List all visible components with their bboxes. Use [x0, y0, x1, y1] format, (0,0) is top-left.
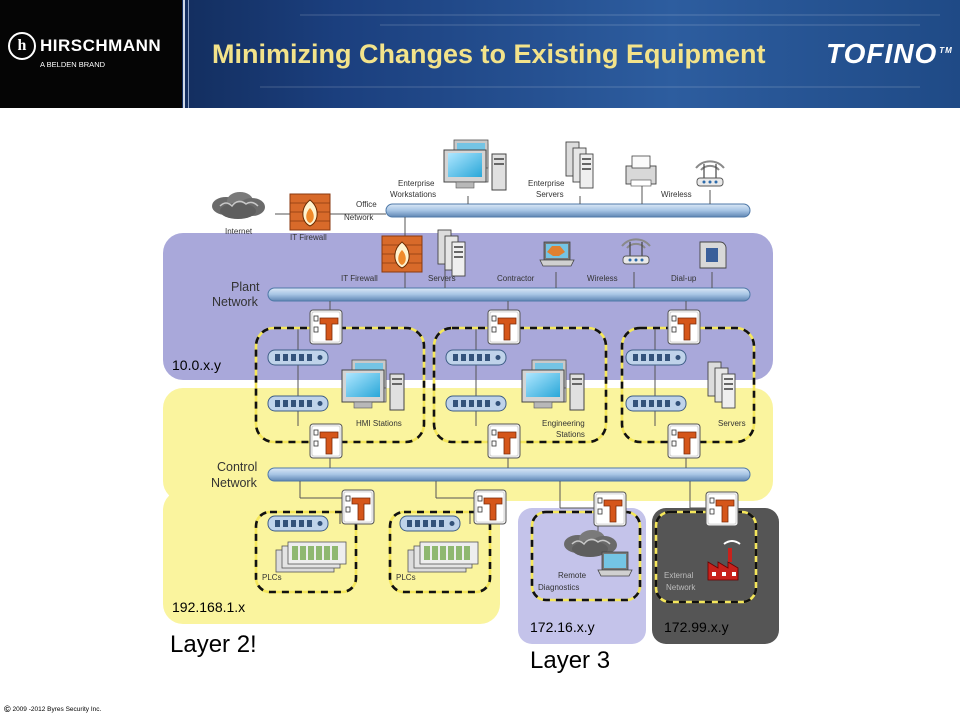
printer-icon	[625, 155, 657, 187]
layer3-label: Layer 3	[530, 647, 610, 674]
control-servers-label: Servers	[718, 419, 746, 428]
tofino-wordmark: TOFINO	[826, 38, 938, 69]
slide-title: Minimizing Changes to Existing Equipment	[212, 39, 766, 69]
external-network-label-2: Network	[666, 583, 696, 592]
slide-header: h HIRSCHMANN A BELDEN BRAND Minimizing C…	[0, 0, 960, 108]
layer2-label: Layer 2!	[170, 631, 257, 658]
plcs-label-2: PLCs	[396, 573, 416, 582]
control-network-bus	[267, 467, 751, 482]
header-stripe	[380, 24, 920, 26]
office-wireless-icon	[695, 160, 725, 187]
copyright-mark: ©	[4, 704, 11, 714]
tofino-device-icon	[667, 309, 701, 345]
tofino-device-icon	[473, 489, 507, 525]
contractor-laptop-icon	[539, 241, 575, 267]
tofino-device-icon	[705, 491, 739, 527]
external-network-label-1: External	[664, 571, 694, 580]
plcs-label-1: PLCs	[262, 573, 282, 582]
enterprise-servers-label-1: Enterprise	[528, 179, 565, 188]
office-network-bus	[385, 203, 751, 218]
internet-cloud-icon	[211, 191, 266, 220]
hirschmann-h-icon: h	[8, 32, 36, 60]
enterprise-workstations-icon	[443, 139, 507, 191]
engineering-stations-label-2: Stations	[556, 430, 585, 439]
tofino-device-icon	[309, 423, 343, 459]
external-subnet-label: 172.99.x.y	[664, 619, 729, 635]
plant-network-label-2: Network	[212, 295, 259, 309]
plant-network-bus	[267, 287, 751, 302]
ethernet-switch-icon	[445, 395, 507, 412]
plcs-icon	[275, 541, 347, 573]
office-network-label-1: Office	[356, 200, 377, 209]
enterprise-workstations-label-2: Workstations	[390, 190, 436, 199]
contractor-label: Contractor	[497, 274, 535, 283]
tofino-device-icon	[341, 489, 375, 525]
remote-diagnostics-label-2: Diagnostics	[538, 583, 579, 592]
plant-servers-label: Servers	[428, 274, 456, 283]
brand-subtitle: A BELDEN BRAND	[40, 60, 106, 69]
plant-it-firewall-icon	[381, 235, 423, 273]
remote-subnet-label: 172.16.x.y	[530, 619, 595, 635]
ethernet-switch-icon	[625, 395, 687, 412]
tofino-device-icon	[667, 423, 701, 459]
office-wireless-label: Wireless	[661, 190, 692, 199]
dialup-label: Dial-up	[671, 274, 697, 283]
ethernet-switch-icon	[445, 349, 507, 366]
enterprise-servers-label-2: Servers	[536, 190, 564, 199]
enterprise-workstations-label-1: Enterprise	[398, 179, 435, 188]
dialup-modem-icon	[699, 241, 727, 269]
ethernet-switch-icon	[399, 515, 461, 532]
remote-diagnostics-label-1: Remote	[558, 571, 587, 580]
tofino-device-icon	[487, 309, 521, 345]
engineering-stations-label-1: Engineering	[542, 419, 585, 428]
enterprise-servers-icon	[565, 141, 594, 189]
hmi-stations-label: HMI Stations	[356, 419, 402, 428]
ethernet-switch-icon	[267, 395, 329, 412]
it-firewall-icon	[289, 193, 331, 231]
plant-subnet-label: 10.0.x.y	[172, 357, 221, 373]
tofino-device-icon	[593, 491, 627, 527]
internet-label: Internet	[225, 227, 253, 236]
factory-icon	[707, 540, 741, 581]
plant-network-label-1: Plant	[231, 280, 260, 294]
control-network-label-2: Network	[211, 476, 258, 490]
office-it-firewall-label: IT Firewall	[290, 233, 327, 242]
remote-laptop-icon	[597, 551, 633, 577]
trademark: TM	[939, 45, 953, 55]
hirschmann-logo: h HIRSCHMANN A BELDEN BRAND	[0, 0, 182, 108]
plant-it-firewall-label: IT Firewall	[341, 274, 378, 283]
brand-name: HIRSCHMANN	[40, 36, 162, 55]
network-diagram: Internet IT Firewall Office Network Ente…	[163, 139, 779, 674]
control-network-label-1: Control	[217, 460, 257, 474]
header-stripe	[260, 86, 920, 88]
ethernet-switch-icon	[267, 349, 329, 366]
control-subnet-label: 192.168.1.x	[172, 599, 245, 615]
ethernet-switch-icon	[267, 515, 329, 532]
logo-separator	[188, 0, 189, 108]
header-stripe	[300, 14, 940, 16]
copyright-notice: © 2009 -2012 Byres Security Inc.	[4, 704, 101, 714]
tofino-device-icon	[487, 423, 521, 459]
plcs-icon	[407, 541, 479, 573]
tofino-device-icon	[309, 309, 343, 345]
logo-separator	[183, 0, 185, 108]
office-network-label-2: Network	[344, 213, 374, 222]
ethernet-switch-icon	[625, 349, 687, 366]
copyright-text: 2009 -2012 Byres Security Inc.	[12, 706, 102, 713]
plant-wireless-label: Wireless	[587, 274, 618, 283]
